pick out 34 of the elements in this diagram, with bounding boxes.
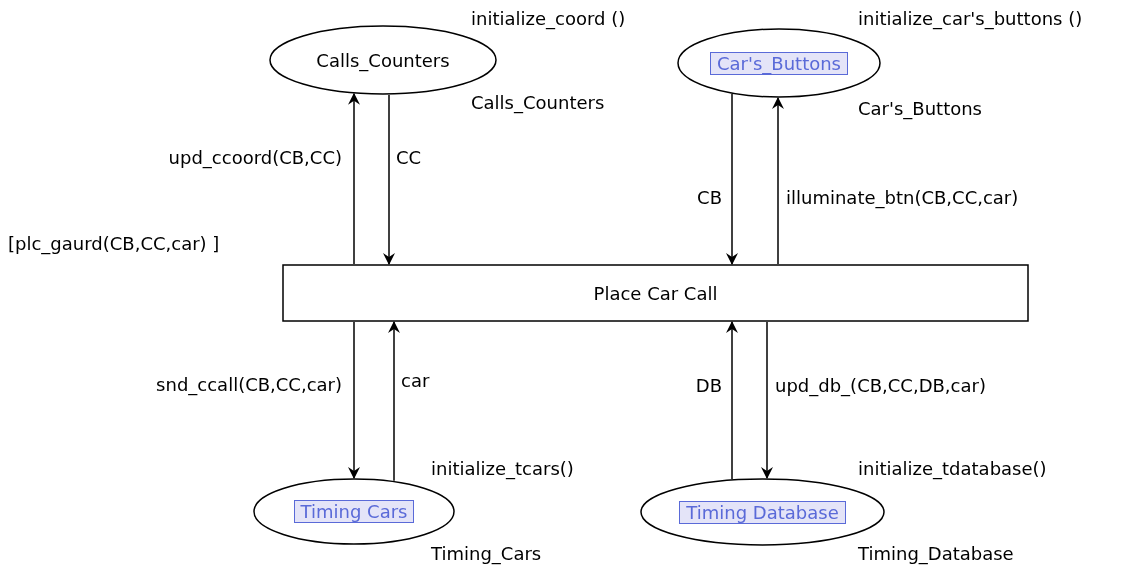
arrow	[726, 321, 738, 480]
node-annotation: initialize_coord ()	[471, 8, 626, 30]
place-ellipse	[640, 478, 885, 546]
node-annotation: initialize_tdatabase()	[858, 458, 1047, 480]
arrow	[761, 321, 773, 479]
edge-label: CC	[396, 147, 422, 169]
node-label: Timing Database	[679, 500, 846, 524]
arrow	[388, 321, 400, 482]
arrow	[772, 97, 784, 265]
node-annotation: Calls_Counters	[471, 92, 605, 114]
node-annotation: initialize_car's_buttons ()	[858, 8, 1083, 30]
edge-label: car	[401, 370, 430, 392]
node-label: Timing Cars	[293, 500, 415, 523]
edge-label: upd_db_(CB,CC,DB,car)	[775, 375, 986, 397]
node-label: Car's_Buttons	[710, 51, 848, 75]
edge-label: CB	[697, 187, 722, 209]
node-annotation: initialize_tcars()	[431, 458, 574, 480]
arrow	[348, 92, 360, 265]
node-annotation: Timing_Database	[858, 543, 1014, 565]
node-label: Calls_Counters	[316, 49, 450, 71]
node-annotation: Car's_Buttons	[858, 98, 982, 120]
arrow	[726, 93, 738, 265]
place-ellipse	[253, 478, 455, 545]
place-ellipse	[677, 28, 881, 98]
edge-label: illuminate_btn(CB,CC,car)	[786, 187, 1019, 209]
transition-box	[282, 264, 1029, 322]
arrow	[348, 321, 360, 479]
arrow	[383, 94, 395, 265]
node-label: Place Car Call	[593, 282, 718, 304]
edge-label: upd_ccoord(CB,CC)	[168, 147, 342, 169]
edge-label: DB	[695, 375, 722, 397]
node-annotation: Timing_Cars	[431, 543, 542, 565]
edge-label: snd_ccall(CB,CC,car)	[156, 374, 342, 396]
node-annotation: [plc_gaurd(CB,CC,car) ]	[8, 233, 220, 255]
